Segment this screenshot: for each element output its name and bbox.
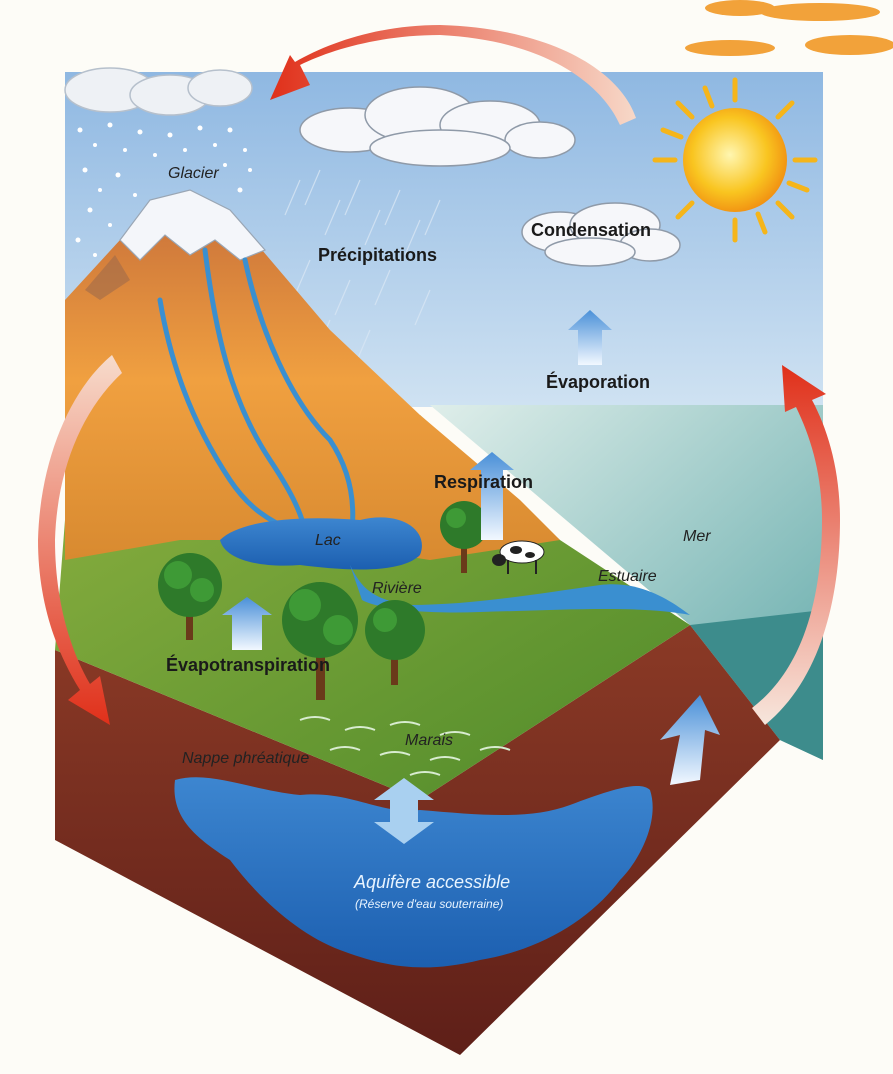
- sun-icon: [652, 77, 818, 243]
- label-precipitations: Précipitations: [318, 245, 438, 265]
- up-arrow-icon: [660, 695, 720, 785]
- label-marais: Marais: [405, 732, 454, 749]
- label-aquifere: Aquifère accessible: [354, 872, 511, 892]
- river: [350, 565, 690, 615]
- label-evaporation: Évaporation: [546, 372, 651, 392]
- label-evapotranspiration: Évapotranspiration: [166, 655, 331, 675]
- sea-depth: [690, 610, 823, 760]
- label-riviere: Rivière: [372, 580, 422, 597]
- rain-streaks: [284, 169, 441, 366]
- cloud-icon-small: [521, 202, 681, 267]
- mountain-streams: [157, 247, 356, 533]
- cycle-arrow-left: [38, 355, 122, 725]
- cycle-arrow-right: [752, 365, 840, 725]
- up-arrow-icon: [222, 597, 272, 650]
- aquifer: [174, 777, 653, 968]
- up-arrow-icon: [470, 452, 514, 540]
- tree-icon: [158, 553, 222, 640]
- cow-icon: [492, 540, 545, 574]
- sea-area: [430, 405, 823, 760]
- tree-icon: [282, 582, 358, 700]
- marsh: [299, 716, 511, 776]
- mountain: [65, 200, 560, 560]
- double-arrow-icon: [374, 778, 434, 844]
- label-lac: Lac: [315, 532, 341, 549]
- label-glacier: Glacier: [168, 165, 219, 182]
- tree-icon: [365, 600, 425, 685]
- storm-cloud: [64, 67, 253, 116]
- lake: [220, 517, 422, 570]
- cloud-icon: [299, 86, 576, 167]
- label-respiration: Respiration: [434, 472, 534, 492]
- label-estuaire: Estuaire: [598, 568, 657, 585]
- mountain-shadow: [85, 255, 130, 300]
- sunset-clouds: [685, 0, 893, 56]
- snow-dots: [75, 122, 252, 257]
- cycle-arrow-top: [270, 25, 636, 125]
- tree-icon: [440, 501, 488, 573]
- glacier-snow: [119, 189, 267, 261]
- label-mer: Mer: [683, 528, 711, 545]
- up-arrow-icon: [568, 310, 612, 365]
- label-condensation: Condensation: [531, 220, 651, 240]
- label-reserve: (Réserve d'eau souterraine): [355, 897, 504, 911]
- label-nappe-phreatique: Nappe phréatique: [182, 750, 310, 767]
